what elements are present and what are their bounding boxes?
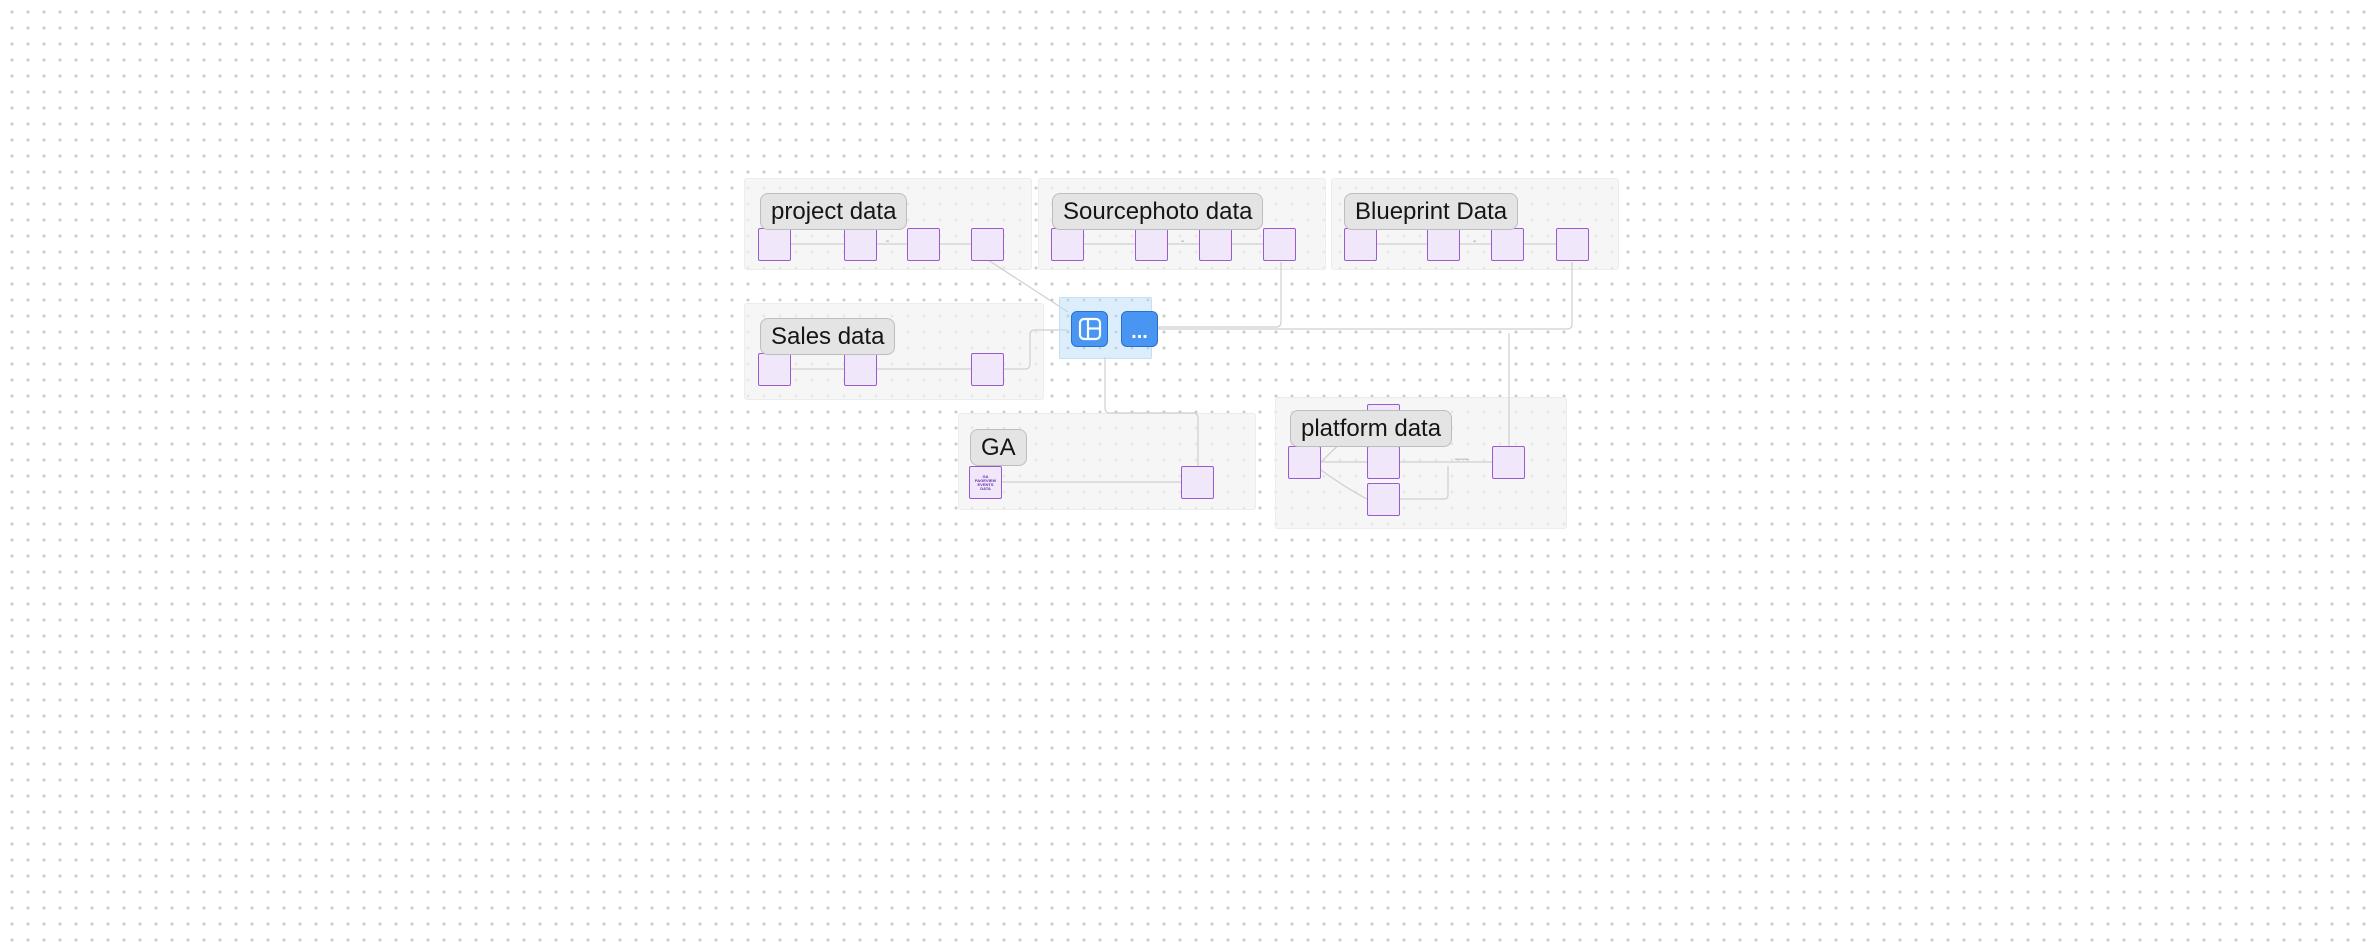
- sales-node-2[interactable]: [844, 353, 877, 386]
- group-label-ga[interactable]: GA: [970, 429, 1027, 466]
- edge: [1150, 262, 1282, 328]
- group-label-sales-data[interactable]: Sales data: [760, 318, 896, 355]
- sourcephoto-node-4[interactable]: [1263, 228, 1296, 261]
- more-button[interactable]: ...: [1121, 311, 1158, 347]
- sales-node-3[interactable]: [971, 353, 1004, 386]
- layout-button[interactable]: [1071, 311, 1108, 347]
- more-icon: ...: [1131, 320, 1148, 343]
- sourcephoto-node-2[interactable]: [1135, 228, 1168, 261]
- platform-node-source[interactable]: [1288, 446, 1321, 479]
- group-label-platform-data[interactable]: platform data: [1290, 410, 1453, 447]
- blueprint-node-3[interactable]: [1491, 228, 1524, 261]
- edge: [1150, 262, 1573, 330]
- group-label-blueprint-data[interactable]: Blueprint Data: [1344, 193, 1519, 230]
- project-node-3[interactable]: [907, 228, 940, 261]
- sourcephoto-node-3[interactable]: [1199, 228, 1232, 261]
- platform-node-output[interactable]: [1492, 446, 1525, 479]
- project-node-2[interactable]: [844, 228, 877, 261]
- project-node-4[interactable]: [971, 228, 1004, 261]
- sales-node-1[interactable]: [758, 353, 791, 386]
- sourcephoto-node-1[interactable]: [1051, 228, 1084, 261]
- blueprint-node-1[interactable]: [1344, 228, 1377, 261]
- ga-source-node-label: GA PAGEVIEW EVENTS DATA: [974, 473, 997, 491]
- platform-node-bottom[interactable]: [1367, 483, 1400, 516]
- project-node-1[interactable]: [758, 228, 791, 261]
- platform-node-middle[interactable]: [1367, 446, 1400, 479]
- blueprint-node-2[interactable]: [1427, 228, 1460, 261]
- group-label-project-data[interactable]: project data: [760, 193, 908, 230]
- ga-source-node[interactable]: GA PAGEVIEW EVENTS DATA: [969, 466, 1002, 499]
- ga-node-2[interactable]: [1181, 466, 1214, 499]
- group-label-sourcephoto-data[interactable]: Sourcephoto data: [1052, 193, 1264, 230]
- blueprint-node-4[interactable]: [1556, 228, 1589, 261]
- layout-icon: [1078, 317, 1101, 341]
